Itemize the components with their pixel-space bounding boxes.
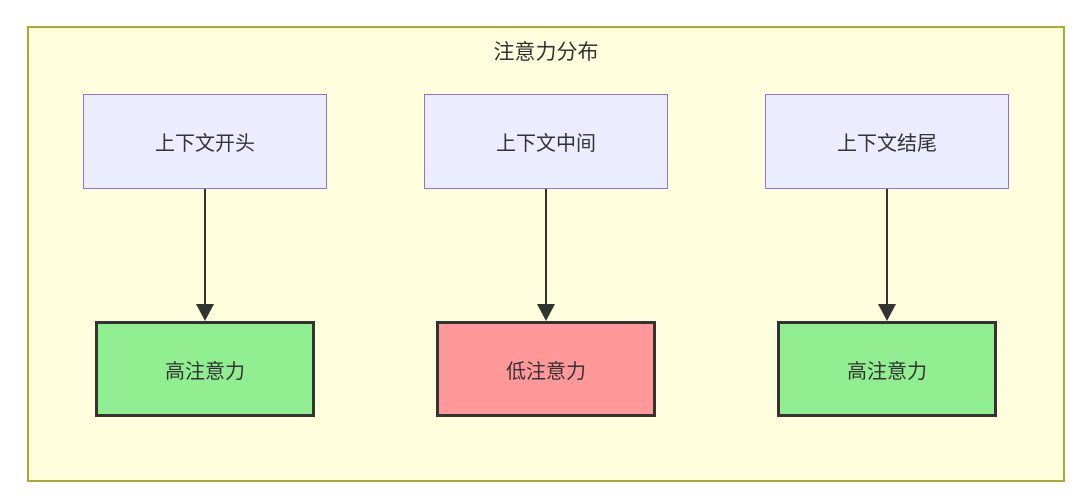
attention-distribution-group: 注意力分布 上下文开头 高注意力 上下文中间 低注意力 上下文结尾	[27, 26, 1065, 482]
arrow-line	[204, 189, 206, 305]
flow-column-context-end: 上下文结尾 高注意力	[765, 94, 1009, 417]
node-attention-start: 高注意力	[95, 321, 315, 417]
arrow-down-icon	[537, 189, 555, 321]
arrow-down-icon	[196, 189, 214, 321]
node-context-middle: 上下文中间	[424, 94, 668, 189]
flow-columns: 上下文开头 高注意力 上下文中间 低注意力 上下文结尾	[29, 94, 1063, 417]
flow-column-context-middle: 上下文中间 低注意力	[424, 94, 668, 417]
arrow-head-icon	[878, 304, 896, 321]
flow-column-context-start: 上下文开头 高注意力	[83, 94, 327, 417]
arrow-head-icon	[537, 304, 555, 321]
arrow-line	[545, 189, 547, 305]
node-context-end: 上下文结尾	[765, 94, 1009, 189]
node-attention-end: 高注意力	[777, 321, 997, 417]
arrow-head-icon	[196, 304, 214, 321]
node-attention-middle: 低注意力	[436, 321, 656, 417]
arrow-line	[886, 189, 888, 305]
node-context-start: 上下文开头	[83, 94, 327, 189]
diagram-title: 注意力分布	[493, 41, 599, 64]
arrow-down-icon	[878, 189, 896, 321]
